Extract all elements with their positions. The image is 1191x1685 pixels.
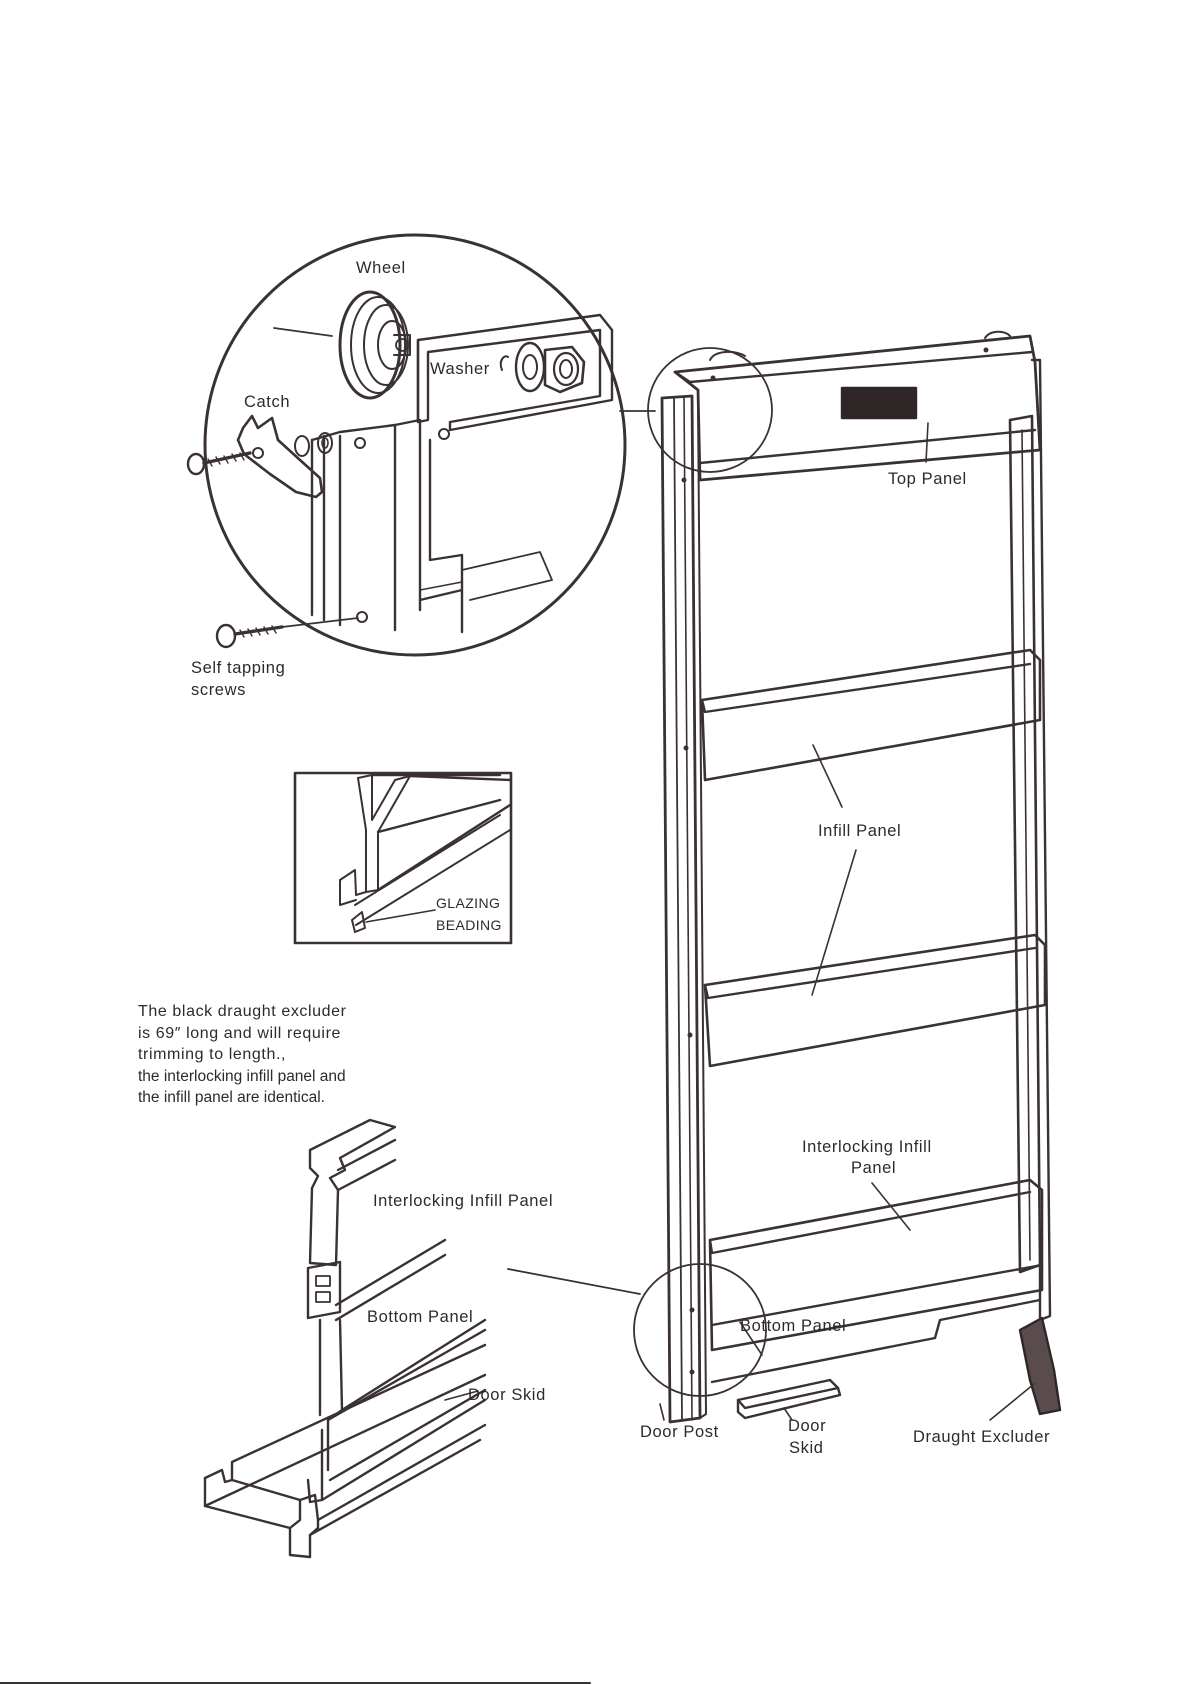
draught-excluder-icon — [1018, 1316, 1062, 1416]
note-line: is 69″ long and will require — [138, 1024, 342, 1042]
note-line: The black draught excluder — [138, 1003, 347, 1020]
label-interlocking-infill-right-line1: Interlocking Infill — [802, 1138, 932, 1156]
washer-nut-icon — [499, 341, 586, 394]
note-line: trimming to length., — [138, 1046, 287, 1063]
label-draught-excluder: Draught Excluder — [913, 1428, 1051, 1446]
label-bottom-panel-left: Bottom Panel — [367, 1308, 474, 1326]
label-infill-panel: Infill Panel — [818, 822, 902, 840]
label-door-skid-left: Door Skid — [468, 1386, 546, 1404]
bottom-panel-profile — [203, 1118, 487, 1559]
label-top-panel: Top Panel — [888, 470, 967, 488]
label-wheel: Wheel — [356, 259, 406, 277]
leader-bottom-section — [507, 1268, 641, 1295]
label-door-skid-right-line2: Skid — [789, 1439, 824, 1457]
label-self-tapping-line1: Self tapping — [191, 659, 286, 677]
label-bottom-panel-right: Bottom Panel — [740, 1317, 847, 1335]
self-tapping-screw-icon — [186, 451, 359, 649]
door-frame — [633, 330, 1052, 1424]
label-interlocking-infill-left: Interlocking Infill Panel — [373, 1192, 554, 1210]
label-catch: Catch — [244, 393, 291, 411]
door-skid-icon — [736, 1378, 842, 1420]
glazing-beading-inset — [293, 771, 513, 945]
label-self-tapping-line2: screws — [191, 681, 246, 699]
leader-lines — [659, 422, 1035, 1421]
catch-icon — [236, 414, 333, 499]
wheel-catch-detail — [203, 233, 627, 657]
note-line: the infill panel are identical. — [138, 1089, 325, 1106]
label-beading: BEADING — [436, 917, 502, 933]
label-door-skid-right-line1: Door — [788, 1417, 827, 1435]
label-washer: Washer — [430, 360, 490, 378]
label-door-post: Door Post — [640, 1423, 719, 1441]
draught-excluder-note: The black draught excluder is 69″ long a… — [138, 1001, 347, 1109]
wheel-icon — [273, 290, 411, 400]
note-line: the interlocking infill panel and — [138, 1067, 346, 1085]
label-glazing: GLAZING — [436, 895, 501, 911]
label-interlocking-infill-right-line2: Panel — [851, 1159, 897, 1177]
